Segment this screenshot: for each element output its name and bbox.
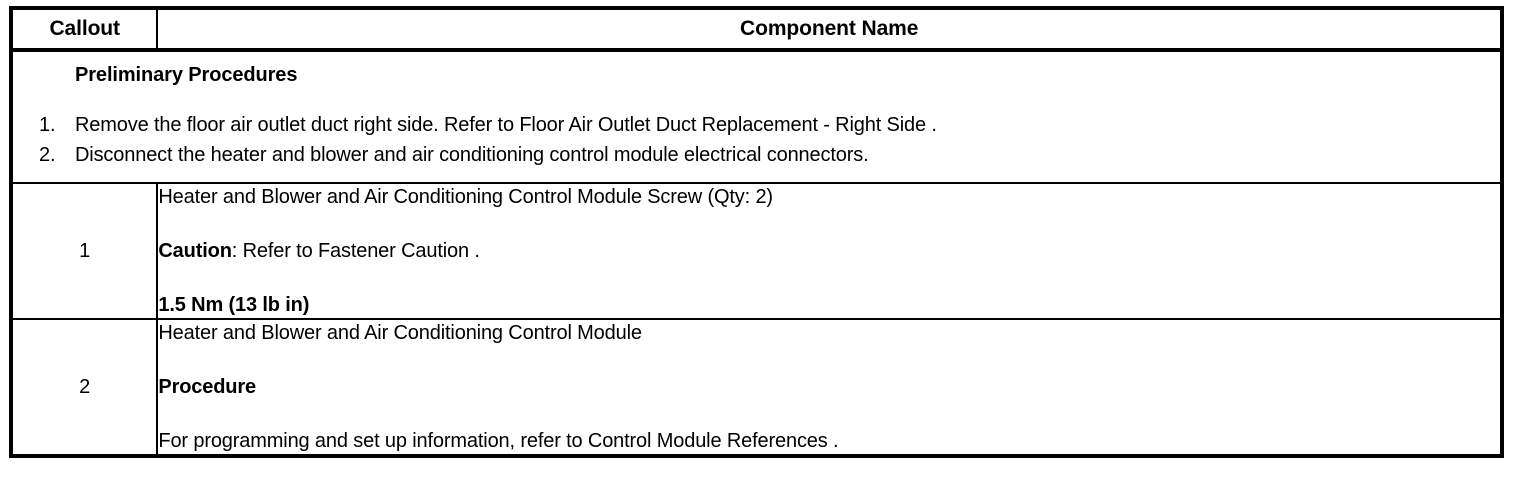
preliminary-step-2-text: Disconnect the heater and blower and air… xyxy=(75,144,869,166)
caution-note-1: Caution: Refer to Fastener Caution . xyxy=(158,238,1500,264)
column-header-component-name: Component Name xyxy=(157,8,1502,52)
component-description-1: Heater and Blower and Air Conditioning C… xyxy=(157,183,1502,320)
preliminary-step-2-number: 2. xyxy=(39,144,56,166)
caution-label: Caution xyxy=(158,240,232,262)
preliminary-procedures-cell: Preliminary Procedures 1. Remove the flo… xyxy=(11,50,1502,184)
caution-text: : Refer to Fastener Caution . xyxy=(231,240,480,262)
procedure-heading-2: Procedure xyxy=(158,376,256,398)
preliminary-procedures-row: Preliminary Procedures 1. Remove the flo… xyxy=(11,50,1502,184)
procedure-table: Callout Component Name Preliminary Proce… xyxy=(9,6,1504,458)
callout-number-1: 1 xyxy=(11,183,159,320)
preliminary-procedures-title: Preliminary Procedures xyxy=(75,64,298,86)
preliminary-step-2: 2. Disconnect the heater and blower and … xyxy=(13,140,1500,170)
preliminary-step-1-text: Remove the floor air outlet duct right s… xyxy=(75,114,937,136)
table-header-row: Callout Component Name xyxy=(11,8,1502,52)
component-description-2: Heater and Blower and Air Conditioning C… xyxy=(157,319,1502,456)
torque-spec-1: 1.5 Nm (13 lb in) xyxy=(158,294,310,316)
preliminary-spacer xyxy=(13,88,1500,110)
preliminary-step-1: 1. Remove the floor air outlet duct righ… xyxy=(13,110,1500,140)
procedure-text-2: For programming and set up information, … xyxy=(158,430,839,452)
preliminary-step-1-number: 1. xyxy=(39,114,56,136)
preliminary-steps-list: 1. Remove the floor air outlet duct righ… xyxy=(13,110,1500,170)
component-title-2: Heater and Blower and Air Conditioning C… xyxy=(158,322,642,344)
callout-number-2: 2 xyxy=(11,319,159,456)
component-title-1: Heater and Blower and Air Conditioning C… xyxy=(158,186,773,208)
table-row: 2 Heater and Blower and Air Conditioning… xyxy=(11,319,1502,456)
table-row: 1 Heater and Blower and Air Conditioning… xyxy=(11,183,1502,320)
column-header-callout: Callout xyxy=(11,8,159,52)
